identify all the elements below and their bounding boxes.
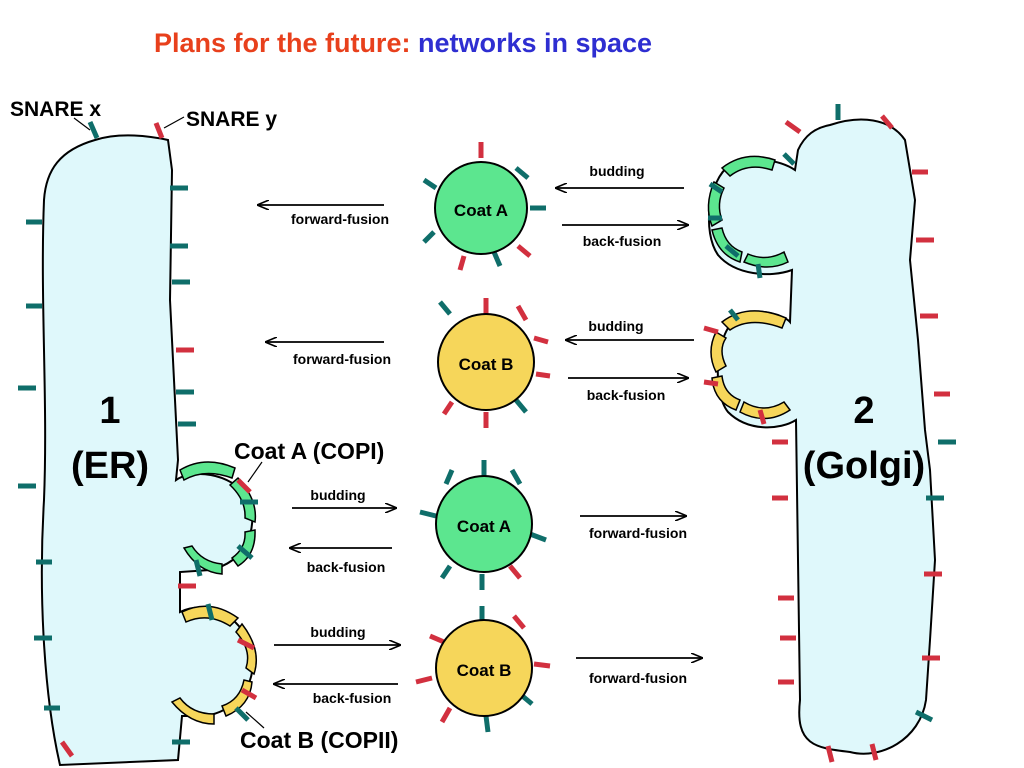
vesicle-label: Coat A (457, 517, 511, 536)
vesicle-coat-b-upper: Coat B (437, 298, 551, 428)
arrow-label-back-fusion-1: back-fusion (583, 233, 662, 249)
arrow-label-forward-fusion-2: forward-fusion (293, 351, 391, 367)
coat-a-copi-label: Coat A (COPI) (234, 438, 384, 464)
arrow-label-budding-3: budding (310, 487, 365, 503)
transport-arrows (258, 188, 702, 684)
arrow-label-budding-4: budding (310, 624, 365, 640)
arrow-label-forward-fusion-3: forward-fusion (589, 525, 687, 541)
golgi-copii-bud (710, 310, 792, 420)
label-pointers (73, 116, 265, 729)
er-number: 1 (99, 390, 120, 432)
arrow-label-budding-2: budding (588, 318, 643, 334)
coat-b-copii-label: Coat B (COPII) (240, 727, 398, 753)
page-title: Plans for the future: networks in space (0, 28, 806, 59)
golgi-name: (Golgi) (803, 445, 925, 487)
arrow-label-budding-1: budding (589, 163, 644, 179)
arrow-label-back-fusion-3: back-fusion (307, 559, 386, 575)
snare-markers (18, 104, 956, 763)
golgi-membrane (707, 118, 937, 755)
vesicle-coat-b-bottom: Coat B (415, 606, 551, 733)
arrow-label-forward-fusion-1: forward-fusion (291, 211, 389, 227)
vesicle-coat-a-lower: Coat A (419, 460, 547, 590)
vesicle-label: Coat A (454, 201, 508, 220)
vesicle-label: Coat B (459, 355, 514, 374)
title-part-blue: networks in space (417, 28, 653, 58)
snare-y-label: SNARE y (186, 108, 277, 131)
vesicle-label: Coat B (457, 661, 512, 680)
vesicle-coat-a-top: Coat A (422, 142, 546, 271)
arrow-label-back-fusion-4: back-fusion (313, 690, 392, 706)
arrow-label-back-fusion-2: back-fusion (587, 387, 666, 403)
golgi-number: 2 (853, 390, 874, 432)
er-name: (ER) (71, 445, 149, 487)
snare-x-label: SNARE x (10, 98, 101, 121)
arrow-label-forward-fusion-4: forward-fusion (589, 670, 687, 686)
title-part-red: Plans for the future: (153, 28, 411, 58)
